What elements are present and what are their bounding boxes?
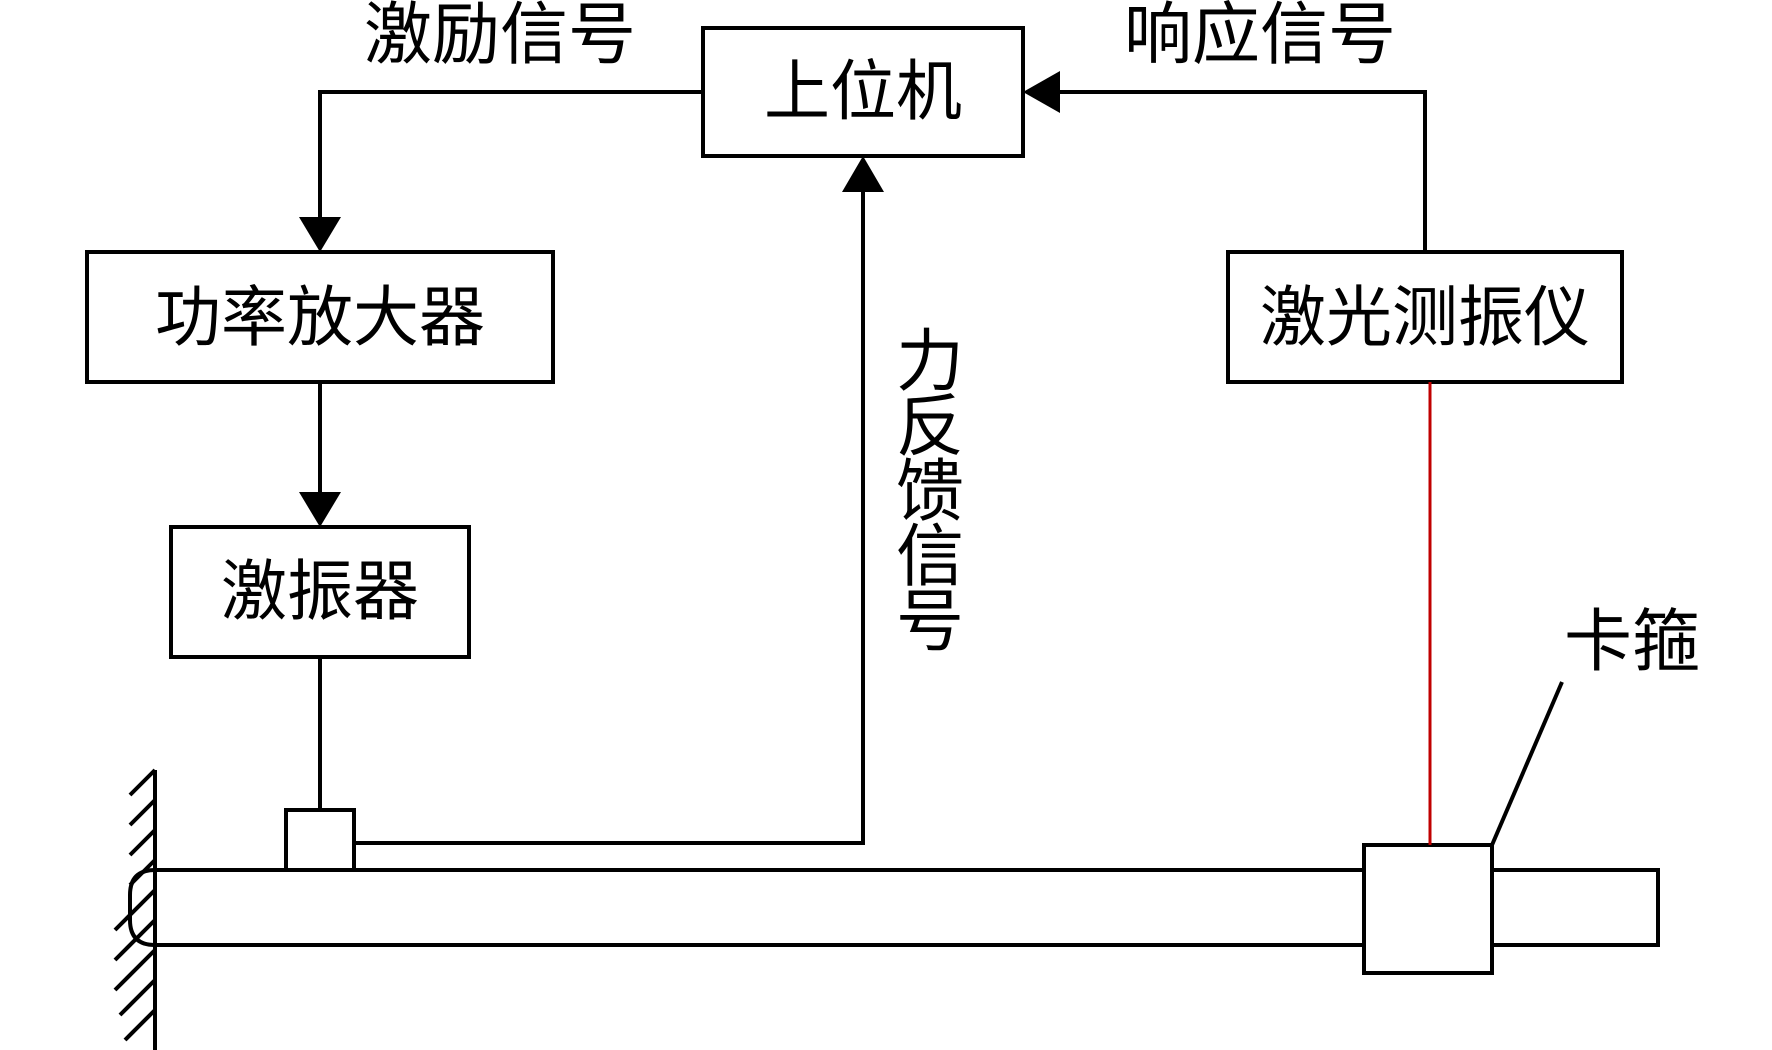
power-amplifier-label: 功率放大器 (155, 279, 485, 356)
beam-tip-segment (1490, 868, 1660, 947)
clamp-label: 卡箍 (1564, 603, 1700, 682)
host-computer-label: 上位机 (764, 53, 962, 130)
response-signal-connector (1023, 71, 1427, 252)
clamp-block (1362, 843, 1494, 975)
excitation-arrowhead (299, 217, 341, 252)
force-feedback-connector (354, 156, 884, 845)
svg-text:馈: 馈 (896, 453, 964, 532)
power-amplifier-block: 功率放大器 (85, 250, 555, 384)
clamp-leader-line (1490, 681, 1564, 846)
svg-text:信: 信 (896, 518, 964, 597)
host-computer-block: 上位机 (701, 26, 1025, 158)
svg-text:力: 力 (896, 323, 964, 402)
force-feedback-label: 力 反 馈 信 号 (896, 323, 964, 662)
shaker-block: 激振器 (169, 525, 471, 659)
response-arrowhead (1023, 71, 1060, 113)
force-feedback-arrowhead (842, 156, 884, 192)
laser-vibrometer-block: 激光测振仪 (1226, 250, 1624, 384)
shaker-arrowhead (299, 492, 341, 527)
shaker-label: 激振器 (221, 553, 419, 630)
excitation-signal-connector (299, 90, 703, 252)
svg-text:反: 反 (896, 388, 964, 467)
amplifier-to-shaker-connector (299, 382, 341, 527)
response-signal-label: 响应信号 (1124, 0, 1396, 75)
svg-text:号: 号 (896, 583, 964, 662)
cantilever-beam (128, 868, 1492, 947)
force-sensor (284, 808, 356, 872)
excitation-signal-label: 激励信号 (364, 0, 636, 75)
laser-vibrometer-label: 激光测振仪 (1260, 279, 1590, 356)
fixed-wall (113, 768, 157, 1050)
